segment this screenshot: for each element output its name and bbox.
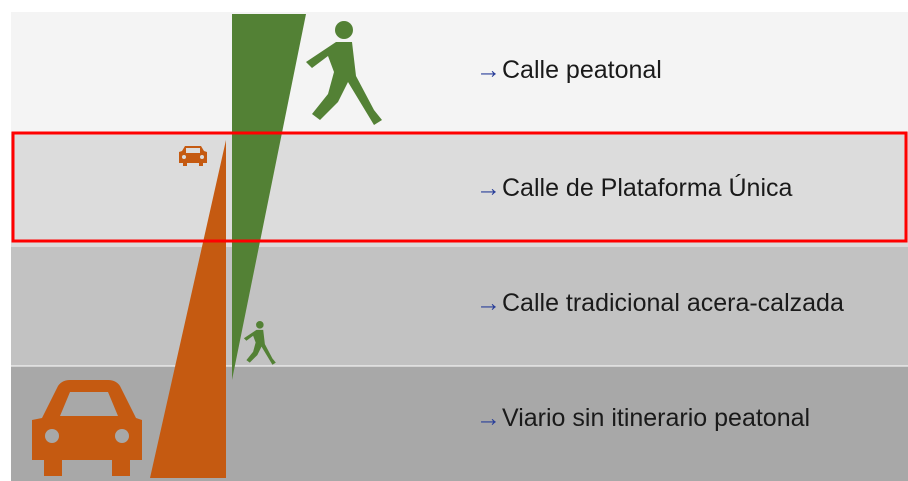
band-tradicional [11,247,908,366]
walking-person-small-icon [243,321,276,365]
row-label-tradicional: →Calle tradicional acera-calzada [476,289,844,317]
walking-person-large-icon [306,21,382,125]
arrow-icon: → [476,174,501,202]
band-calle-peatonal [11,12,908,132]
arrow-icon: → [476,404,501,432]
highlight-frame [11,131,908,243]
arrow-icon: → [476,289,501,317]
car-large-icon [32,380,142,476]
row-label-plataforma-unica: →Calle de Plataforma Única [476,174,793,202]
car-small-icon [179,146,207,166]
band-plataforma-unica [11,132,908,247]
pedestrian-priority-wedge [232,14,306,380]
row-label-viario: →Viario sin itinerario peatonal [476,404,811,432]
row-label-calle-peatonal: →Calle peatonal [476,56,662,84]
arrow-icon: → [476,56,501,84]
vehicle-priority-wedge [150,140,226,478]
